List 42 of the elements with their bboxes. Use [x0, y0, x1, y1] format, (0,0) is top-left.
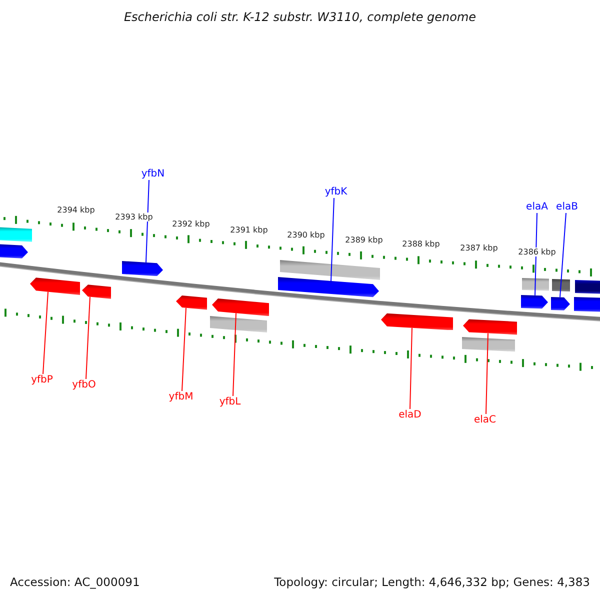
- gene-feature: [463, 319, 517, 335]
- leader-line: [182, 307, 186, 392]
- leader-line: [42, 291, 48, 374]
- gene-feature: [521, 295, 548, 309]
- leader-line: [146, 180, 150, 263]
- leader-line: [486, 332, 488, 414]
- gene-label: yfbP: [31, 374, 53, 386]
- accession-text: Accession: AC_000091: [10, 575, 140, 589]
- leader-line: [560, 212, 566, 298]
- gene-feature: [122, 261, 163, 276]
- gene-label: elaC: [474, 414, 496, 426]
- title: Escherichia coli str. K-12 substr. W3110, complete genome: [124, 10, 476, 24]
- scale-label: 2393 kbp: [115, 212, 153, 222]
- scale-label: 2391 kbp: [230, 226, 268, 234]
- scale-label: 2392 kbp: [172, 220, 210, 228]
- gene-label: yfbM: [168, 392, 194, 402]
- gene-label: yfbK: [324, 186, 348, 198]
- genome-stats-text: Topology: circular; Length: 4,646,332 bp; Genes: 4,383: [274, 575, 590, 589]
- gene-label: elaA: [526, 202, 548, 212]
- gene-feature: [212, 298, 269, 316]
- gene-label: yfbL: [219, 396, 241, 408]
- gene-feature: [30, 277, 80, 295]
- scale-label: 2387 kbp: [460, 244, 498, 252]
- leader-line: [86, 296, 90, 380]
- gene-label: elaD: [398, 410, 422, 420]
- gene-feature: [278, 277, 379, 298]
- leader-line: [232, 312, 236, 396]
- leader-line: [330, 198, 334, 282]
- scale-label: 2388 kbp: [402, 240, 440, 248]
- scale-label: 2386 kbp: [518, 248, 556, 256]
- gene-label: elaB: [556, 202, 578, 212]
- leader-line: [534, 212, 538, 296]
- scale-label: 2389 kbp: [345, 236, 383, 244]
- leader-line: [410, 327, 412, 410]
- gene-feature: [176, 295, 207, 310]
- gene-label: yfbN: [141, 168, 165, 180]
- gene-label: yfbO: [72, 380, 96, 390]
- gene-feature: [82, 284, 111, 299]
- gene-feature: [381, 313, 453, 330]
- gene-feature: [551, 297, 570, 311]
- scale-label: 2390 kbp: [287, 230, 325, 240]
- scale-label: 2394 kbp: [57, 206, 95, 214]
